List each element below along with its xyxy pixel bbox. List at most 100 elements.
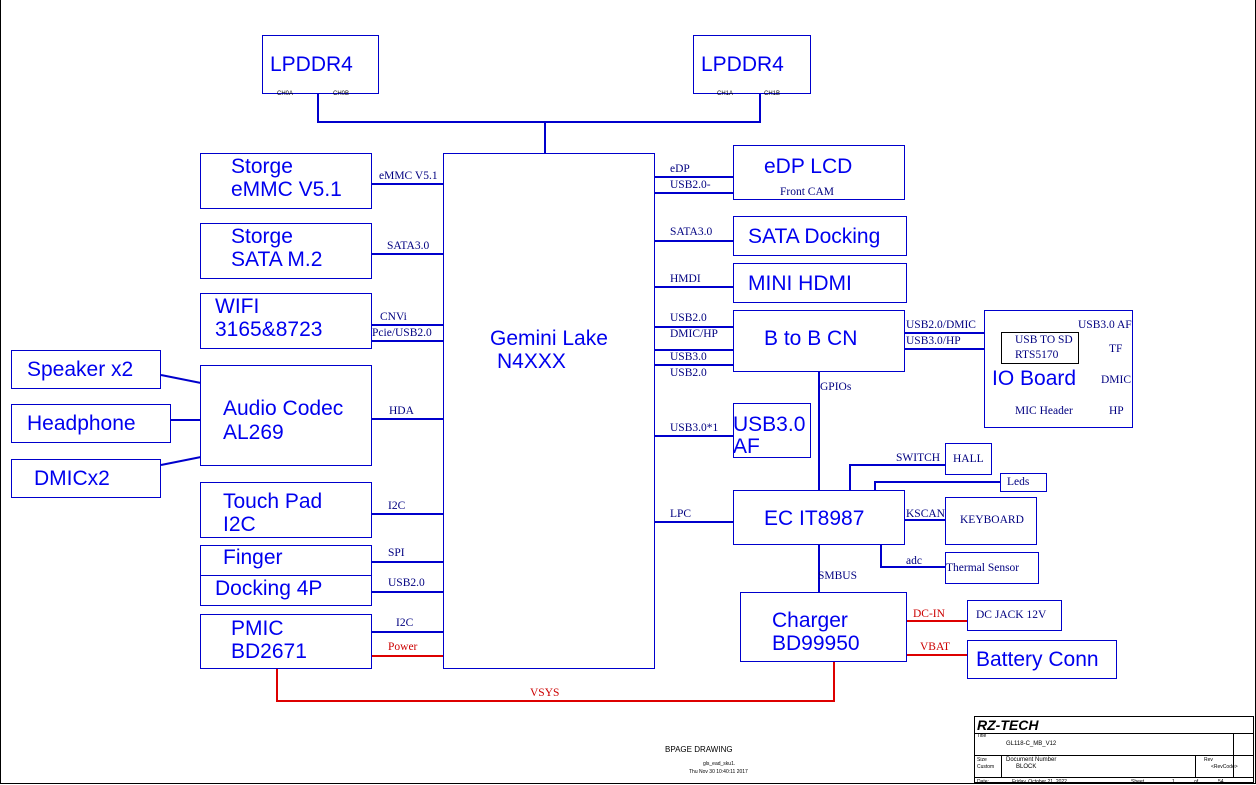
page-drawing-label: BPAGE DRAWING — [665, 745, 733, 754]
audio-codec-line2: AL269 — [223, 421, 284, 444]
btob-wire-3 — [655, 364, 733, 366]
vbat-signal: VBAT — [920, 641, 951, 653]
ec-block — [733, 490, 905, 545]
mem-bus-wire — [317, 121, 761, 123]
title-block — [974, 716, 1254, 783]
size-value: Custom — [977, 764, 995, 770]
finger-label: Finger — [223, 546, 283, 569]
io-board-block — [984, 310, 1133, 428]
sata-m2-signal: SATA3.0 — [387, 240, 430, 252]
lpddr4-right-ch-b: CH1B — [764, 91, 781, 97]
headphone-label: Headphone — [27, 412, 136, 435]
emmc-block — [200, 153, 372, 209]
usb3-af-signal: USB3.0*1 — [670, 422, 719, 434]
wifi-signal-2: Pcie/USB2.0 — [372, 327, 432, 339]
hda-wire — [372, 418, 443, 420]
vsys-label: VSYS — [530, 687, 560, 699]
lpddr4-left-ch-a: CH0A — [277, 91, 294, 97]
front-cam-label: Front CAM — [780, 186, 834, 198]
leds-wire-h — [874, 481, 1000, 483]
emmc-wire — [372, 183, 443, 185]
adc-signal: adc — [906, 555, 922, 567]
lpddr4-right-ch-a: CH1A — [717, 91, 734, 97]
btob-title: B to B CN — [764, 327, 858, 350]
doc-number-label: Document Number — [1006, 757, 1057, 763]
charger-block — [740, 592, 907, 662]
company-name: RZ-TECH — [977, 717, 1039, 733]
print-date-label: Thu Nov 30 10:40:11 2017 — [689, 769, 748, 775]
emmc-line1: Storge — [231, 155, 293, 178]
title-block-col-1 — [1001, 755, 1002, 777]
charger-line1: Charger — [772, 609, 848, 632]
pmic-power-signal: Power — [388, 641, 418, 653]
docking4p-block — [200, 575, 372, 606]
touchpad-block — [200, 482, 372, 538]
edp-wire-1 — [655, 176, 733, 178]
usb-to-sd-line2: RTS5170 — [1015, 349, 1059, 361]
mini-hdmi-block — [733, 263, 907, 303]
audio-codec-line1: Audio Codec — [223, 397, 344, 420]
finger-wire — [372, 561, 443, 563]
rev-value: <RevCode> — [1211, 764, 1238, 770]
gpio-wire — [818, 372, 820, 490]
lpddr4-left-title: LPDDR4 — [270, 53, 353, 76]
date-label: Date: — [977, 779, 989, 785]
touchpad-signal: I2C — [388, 500, 406, 512]
title-label: Title — [977, 733, 987, 739]
wifi-line1: WIFI — [215, 295, 260, 318]
hda-signal: HDA — [389, 405, 414, 417]
vbat-wire — [907, 654, 967, 656]
sata-docking-block — [733, 216, 907, 256]
hall-label: HALL — [953, 453, 984, 465]
pmic-line2: BD2671 — [231, 640, 307, 663]
touchpad-line1: Touch Pad — [223, 490, 323, 513]
usb3af-wire — [655, 435, 733, 437]
adc-wire-v — [880, 545, 882, 567]
hall-block — [945, 443, 992, 475]
doc-number-value: BLOCK — [1016, 764, 1037, 770]
tf-label: TF — [1109, 343, 1123, 355]
emmc-signal: eMMC V5.1 — [379, 170, 438, 182]
cpu-line1: Gemini Lake — [490, 327, 608, 350]
io-dmic-label: DMIC — [1101, 374, 1132, 386]
rev-label: Rev — [1204, 757, 1213, 763]
wifi-line2: 3165&8723 — [215, 318, 323, 341]
io-board-title: IO Board — [992, 367, 1077, 390]
pmic-block — [200, 614, 372, 669]
sata-m2-line1: Storge — [231, 225, 293, 248]
cpu-block — [443, 153, 655, 669]
docking4p-label: Docking 4P — [215, 577, 323, 600]
sata-dock-wire — [655, 240, 733, 242]
usb3-af-line2: AF — [733, 435, 760, 458]
thermal-sensor-block — [945, 552, 1039, 584]
sata-m2-line2: SATA M.2 — [231, 248, 323, 271]
pmic-i2c-signal: I2C — [396, 617, 414, 629]
lpc-wire — [655, 521, 733, 523]
vsys-wire-right — [833, 662, 835, 702]
mini-hdmi-title: MINI HDMI — [748, 272, 852, 295]
sheet-label: Sheet — [1131, 779, 1145, 785]
dmic-block — [11, 459, 161, 498]
smbus-signal: SMBUS — [818, 570, 857, 582]
date-value: Friday, October 21, 2022 — [1012, 779, 1067, 785]
pmic-i2c-wire — [372, 631, 443, 633]
of-label: of — [1194, 779, 1199, 785]
sata-m2-block — [200, 223, 372, 279]
hdmi-wire — [655, 286, 733, 288]
usb3-af-block — [733, 403, 811, 458]
keyboard-block — [945, 497, 1037, 545]
gpio-signal: GPIOs — [820, 381, 852, 393]
adc-wire-h — [880, 566, 945, 568]
btob-wire-2 — [655, 349, 733, 351]
title-value: GL118-C_MB_V12 — [1006, 741, 1057, 747]
btob-signal-2: DMIC/HP — [670, 328, 718, 340]
dc-jack-label: DC JACK 12V — [976, 609, 1047, 621]
leds-wire-v — [874, 481, 876, 491]
edp-wire-2 — [655, 192, 733, 194]
edp-signal: eDP — [670, 163, 690, 175]
lpddr4-right-block — [693, 35, 811, 94]
smbus-wire — [818, 545, 820, 592]
of-value: 54 — [1218, 779, 1224, 785]
leds-label: Leds — [1007, 476, 1030, 488]
vsys-wire-bottom — [276, 700, 835, 702]
